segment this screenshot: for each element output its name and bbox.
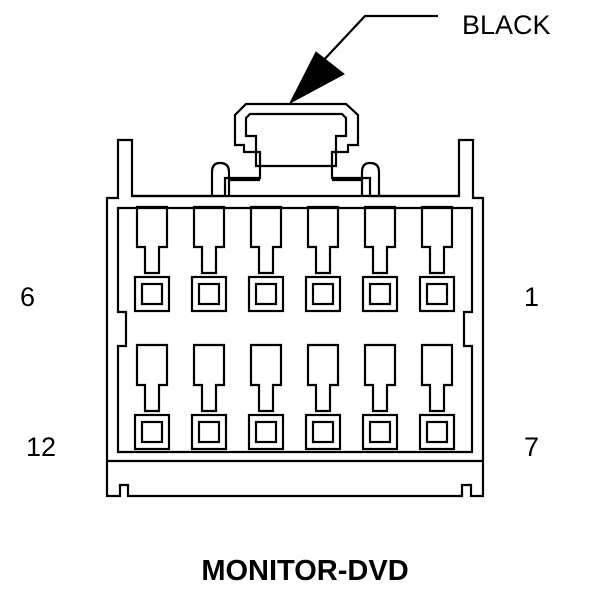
leader-arrowhead xyxy=(288,51,345,105)
cavity-10 xyxy=(247,343,285,451)
cavity-3 xyxy=(304,205,342,313)
cavity-7 xyxy=(418,343,456,451)
cavity-2 xyxy=(361,205,399,313)
pin-socket-inner xyxy=(254,420,278,444)
pin-socket xyxy=(190,275,228,313)
pin-socket-inner xyxy=(368,282,392,306)
cavity-1 xyxy=(418,205,456,313)
cavity-frame xyxy=(116,206,474,454)
pin-socket-inner xyxy=(425,420,449,444)
terminal-outline xyxy=(135,205,169,275)
pin-socket-inner xyxy=(368,420,392,444)
terminal-outline xyxy=(249,343,283,413)
pin-socket-inner xyxy=(311,282,335,306)
pin-socket xyxy=(247,275,285,313)
pin-socket xyxy=(418,275,456,313)
terminal-outline xyxy=(420,205,454,275)
pin-socket xyxy=(361,413,399,451)
terminal-outline xyxy=(192,205,226,275)
pin-socket-inner xyxy=(140,420,164,444)
pin-label-top-left: 6 xyxy=(20,282,35,312)
pin-socket-inner xyxy=(425,282,449,306)
pin-socket xyxy=(304,413,342,451)
housing-outline xyxy=(105,102,485,498)
pin-socket-inner xyxy=(254,282,278,306)
pin-label-bottom-right: 7 xyxy=(524,432,539,462)
lock-post-left xyxy=(210,161,231,196)
cavity-11 xyxy=(190,343,228,451)
pin-socket xyxy=(361,275,399,313)
color-callout xyxy=(288,14,438,105)
pin-socket-inner xyxy=(197,420,221,444)
cavity-8 xyxy=(361,343,399,451)
pin-socket-inner xyxy=(311,420,335,444)
cavity-6 xyxy=(133,205,171,313)
terminal-outline xyxy=(135,343,169,413)
connector-housing xyxy=(105,102,485,498)
connector-color-label: BLACK xyxy=(462,10,551,40)
pin-socket xyxy=(190,413,228,451)
terminal-outline xyxy=(249,205,283,275)
terminal-outline xyxy=(363,343,397,413)
pin-socket-inner xyxy=(197,282,221,306)
terminal-cavities xyxy=(133,205,456,451)
pin-socket xyxy=(133,413,171,451)
cavity-12 xyxy=(133,343,171,451)
terminal-outline xyxy=(306,343,340,413)
terminal-outline xyxy=(363,205,397,275)
lock-post-right xyxy=(360,161,381,196)
terminal-outline xyxy=(420,343,454,413)
pin-socket-inner xyxy=(140,282,164,306)
pin-label-top-right: 1 xyxy=(524,282,539,312)
cavity-4 xyxy=(247,205,285,313)
pin-socket xyxy=(304,275,342,313)
terminal-outline xyxy=(192,343,226,413)
connector-name-title: MONITOR-DVD xyxy=(201,555,408,587)
terminal-outline xyxy=(306,205,340,275)
latch-inner xyxy=(244,112,348,168)
pin-label-bottom-left: 12 xyxy=(26,432,56,462)
cavity-9 xyxy=(304,343,342,451)
pin-socket xyxy=(418,413,456,451)
pin-socket xyxy=(133,275,171,313)
cavity-5 xyxy=(190,205,228,313)
pin-socket xyxy=(247,413,285,451)
